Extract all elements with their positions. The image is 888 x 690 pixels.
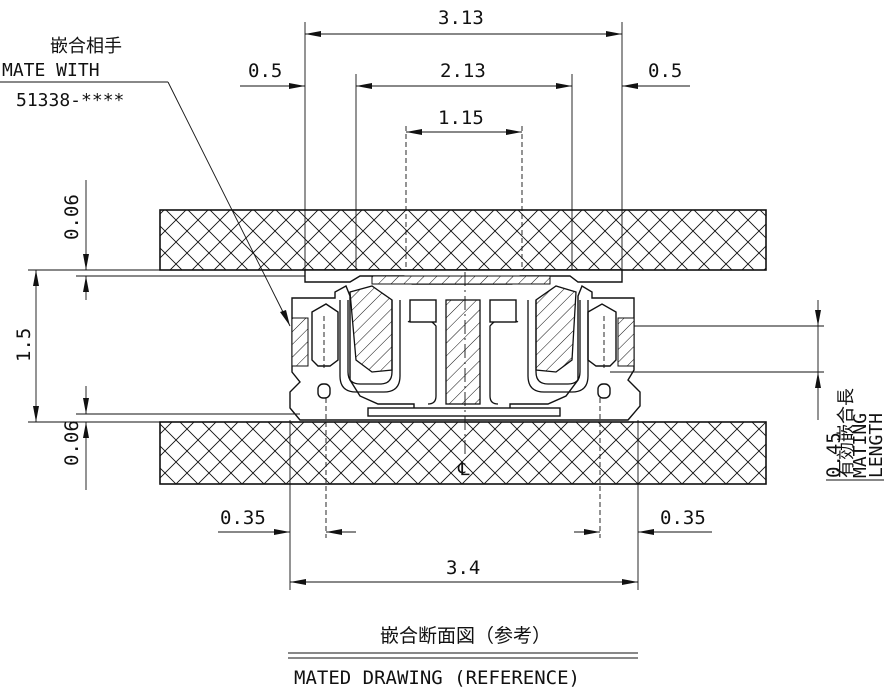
dim-overall-top: 3.13 (438, 7, 484, 29)
lower-pcb (159, 421, 767, 485)
dim-board-bottom: 0.06 (61, 420, 83, 466)
mate-part-number: 51338-**** (16, 90, 124, 111)
connector-section (289, 269, 641, 421)
extension-lines (28, 22, 824, 590)
dim-mating-length: 0.45 (823, 432, 845, 478)
dim-stack-height: 1.5 (13, 328, 35, 362)
dim-board-top: 0.06 (61, 194, 83, 240)
dim-overall-bottom: 3.4 (446, 557, 480, 579)
dim-bottom-right: 0.35 (660, 507, 706, 529)
callout-leader (167, 81, 291, 327)
mate-with-jp: 嵌合相手 (50, 36, 122, 57)
dimension-lines (33, 31, 821, 585)
upper-pcb (159, 209, 767, 271)
dim-left-offset: 0.5 (248, 60, 282, 82)
mate-with-en: MATE WITH (2, 60, 100, 81)
dim-center-gap: 1.15 (438, 107, 484, 129)
mating-length-jp: 有効嵌合長 (836, 388, 857, 478)
dim-bottom-left: 0.35 (220, 507, 266, 529)
mating-length-en1: MATING (850, 413, 871, 478)
mating-length-en2: LENGTH (866, 413, 887, 478)
caption-jp: 嵌合断面図（参考） (380, 625, 551, 647)
caption-en: MATED DRAWING (REFERENCE) (294, 667, 580, 689)
centerline-symbol: ℄ (457, 459, 470, 480)
dim-inner-top: 2.13 (440, 60, 486, 82)
dim-right-offset: 0.5 (648, 60, 682, 82)
